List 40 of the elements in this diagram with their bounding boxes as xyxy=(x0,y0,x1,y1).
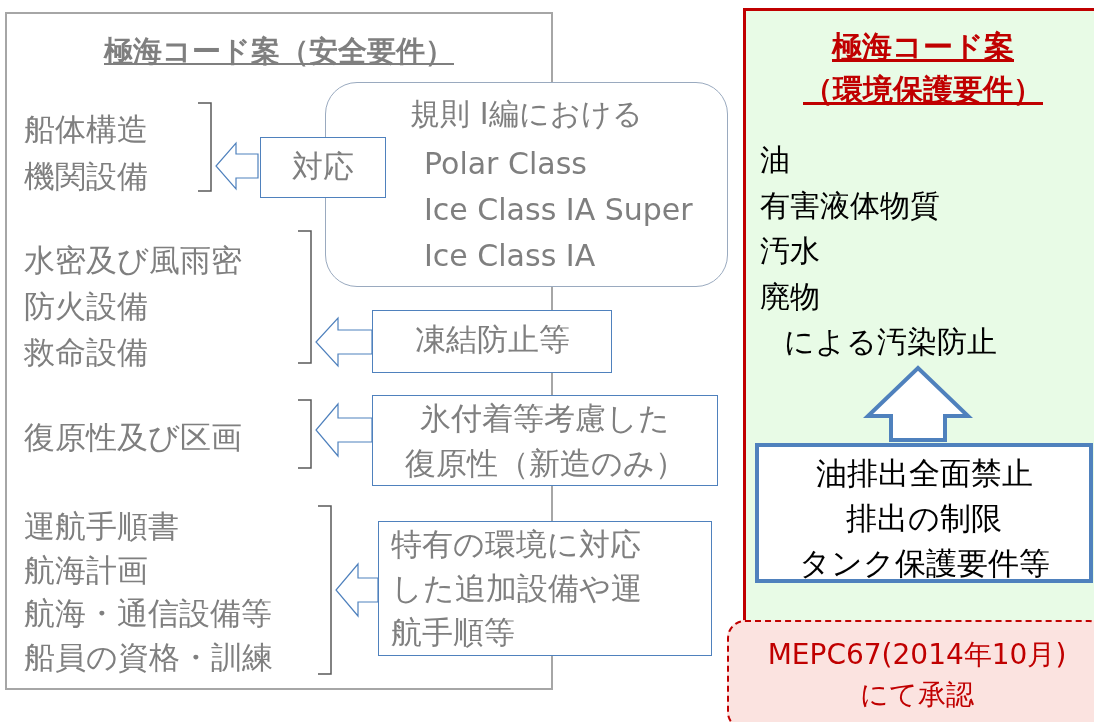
block-arrow xyxy=(335,562,379,618)
info-box xyxy=(755,443,1093,583)
list-item: Ice Class IA xyxy=(424,237,596,275)
label-box xyxy=(372,395,718,486)
label-box: 対応 xyxy=(260,137,386,198)
list-item: 廃物 xyxy=(760,277,820,316)
text-line: 氷付着等考慮した xyxy=(420,399,670,438)
text-line: 排出の制限 xyxy=(846,499,1002,538)
list-item: 機関設備 xyxy=(24,157,148,196)
text-line: タンク保護要件等 xyxy=(798,544,1050,583)
text-line: 復原性（新造のみ） xyxy=(404,444,686,483)
list-item: 船員の資格・訓練 xyxy=(24,637,273,677)
label-box: 凍結防止等 xyxy=(372,310,612,373)
list-item: 航海計画 xyxy=(24,550,148,590)
list-item: 船体構造 xyxy=(24,110,148,149)
note-text: MEPC67(2014年10月) xyxy=(767,637,1067,673)
list-item: 油 xyxy=(760,141,790,179)
list-item: Ice Class IA Super xyxy=(424,191,693,229)
block-arrow xyxy=(315,316,373,368)
list-item: 救命設備 xyxy=(24,333,148,372)
list-item: 水密及び風雨密 xyxy=(24,241,242,280)
list-item: Polar Class xyxy=(424,145,587,183)
list-item: による汚染防止 xyxy=(784,323,997,361)
list-item: 防火設備 xyxy=(24,287,148,326)
block-arrow xyxy=(863,365,973,442)
list-item: 有害液体物質 xyxy=(760,186,940,225)
note-text: にて承認 xyxy=(860,677,974,713)
list-item: 運航手順書 xyxy=(24,507,179,546)
text-line: 油排出全面禁止 xyxy=(815,454,1033,493)
block-arrow xyxy=(215,141,259,191)
note-box xyxy=(727,620,1094,722)
rounded-box xyxy=(325,82,728,287)
block-arrow xyxy=(315,402,373,458)
list-item: 航海・通信設備等 xyxy=(24,594,272,633)
panel-title: 極海コード案（安全要件） xyxy=(102,33,455,70)
list-item: 汚水 xyxy=(760,232,820,270)
box-heading: 規則 I編における xyxy=(410,95,643,133)
panel-title: 極海コード案（環境保護要件） xyxy=(802,28,1044,109)
list-item: 復原性及び区画 xyxy=(24,418,242,457)
label-box: 特有の環境に対応した追加設備や運航手順等 xyxy=(378,521,712,656)
